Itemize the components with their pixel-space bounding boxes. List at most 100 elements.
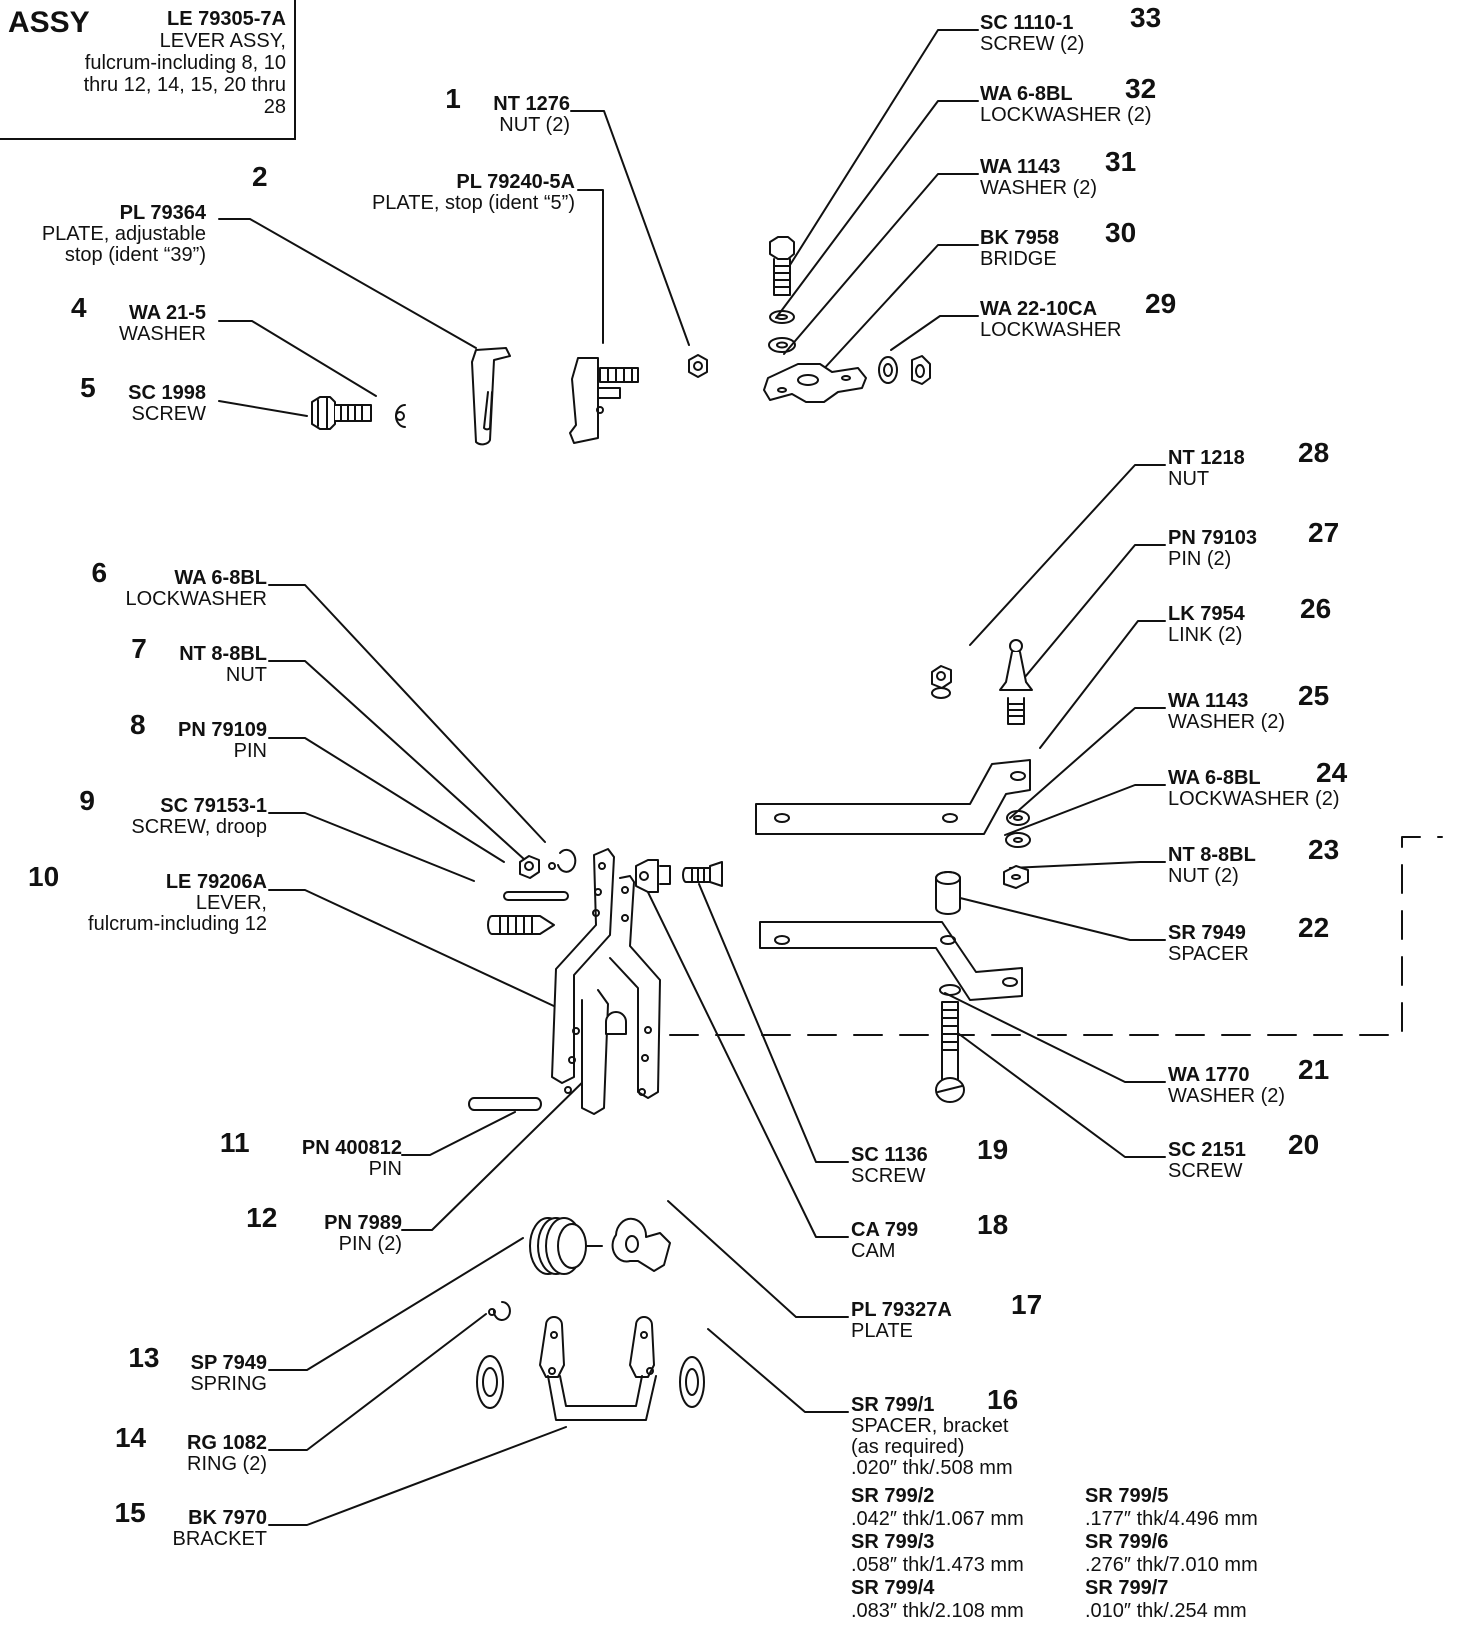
- callout-28: 28 NT 1218 NUT: [1168, 439, 1329, 490]
- link-26-upper: [755, 759, 1031, 835]
- callout-index: 8: [130, 709, 146, 740]
- part-description: SPRING: [190, 1373, 267, 1395]
- part-number: NT 8-8BL: [179, 643, 267, 665]
- spacer-option-sr799-4: SR 799/4 .083″ thk/2.108 mm: [851, 1577, 1024, 1623]
- assembly-desc-line-2: fulcrum-including 8, 10: [84, 52, 286, 74]
- part-description: LINK (2): [1168, 624, 1243, 646]
- callout-21: 21 WA 1770 WASHER (2): [1168, 1056, 1329, 1107]
- callout-20: 20 SC 2151 SCREW: [1168, 1131, 1319, 1182]
- part-number: WA 1143: [980, 156, 1061, 178]
- callout-5: 5 SC 1998 SCREW: [80, 374, 206, 425]
- assembly-desc-line-4: 28: [263, 96, 286, 118]
- callout-index: 20: [1288, 1129, 1320, 1160]
- assembly-box: ASSY LE 79305-7A LEVER ASSY, fulcrum-inc…: [0, 0, 296, 140]
- callout-index: 27: [1308, 517, 1340, 548]
- callout-index: 17: [1011, 1289, 1043, 1320]
- callout-index: 29: [1145, 288, 1177, 319]
- part-description: SPACER: [1168, 943, 1249, 965]
- part-description: LOCKWASHER: [980, 319, 1122, 341]
- part-description: WASHER (2): [1168, 1085, 1286, 1107]
- part-number: PL 79240-5A: [456, 171, 575, 193]
- callout-index: 31: [1105, 146, 1137, 177]
- callout-25: 25 WA 1143 WASHER (2): [1168, 682, 1329, 733]
- callout-12: 12 PN 7989 PIN (2): [246, 1204, 402, 1255]
- part-number: PL 79327A: [851, 1299, 952, 1321]
- washer-25: [1006, 810, 1030, 826]
- callout-index: 16: [987, 1384, 1019, 1415]
- pin-11: [468, 1097, 542, 1111]
- part-description: LOCKWASHER (2): [1168, 788, 1340, 810]
- part-description: PIN: [233, 740, 267, 762]
- part-description: WASHER: [118, 323, 206, 345]
- part-description: LEVER,: [195, 892, 267, 914]
- screw-19: [682, 861, 723, 887]
- part-number: NT 1276: [493, 93, 570, 115]
- callout-29: 29 WA 22-10CA LOCKWASHER: [980, 290, 1176, 341]
- spring-13: [529, 1217, 603, 1275]
- part-description: NUT: [1168, 468, 1210, 490]
- spacer-part-number: SR 799/7: [1085, 1577, 1169, 1599]
- part-number: PN 7989: [324, 1212, 402, 1234]
- callout-7: 7 NT 8-8BL NUT: [131, 635, 267, 686]
- callout-10: 10 LE 79206A LEVER, fulcrum-including 12: [28, 863, 267, 935]
- part-description: LOCKWASHER (2): [980, 104, 1152, 126]
- part-number: PL 79364: [119, 202, 206, 224]
- part-description: NUT (2): [499, 114, 570, 136]
- part-number: SR 7949: [1168, 922, 1246, 944]
- callout-31: 31 WA 1143 WASHER (2): [980, 148, 1136, 199]
- nut-29b: [911, 355, 931, 385]
- callout-4: 4 WA 21-5 WASHER: [71, 294, 206, 345]
- part-description: BRIDGE: [980, 248, 1057, 270]
- part-description: BRACKET: [172, 1528, 267, 1550]
- nut-7: [519, 855, 540, 879]
- callout-index: 15: [114, 1497, 146, 1528]
- part-number: NT 1218: [1168, 447, 1245, 469]
- washer-31: [768, 337, 796, 353]
- spacer-thickness: .177″ thk/4.496 mm: [1085, 1508, 1258, 1530]
- callout-index: 10: [28, 861, 60, 892]
- part-description: SCREW: [851, 1165, 926, 1187]
- callout-3: 3 PL 79364 PLATE, adjustable stop (ident…: [42, 203, 206, 266]
- part-number: BK 7958: [980, 227, 1059, 249]
- callout-index: 7: [131, 633, 147, 664]
- lockwasher-6: [548, 848, 577, 873]
- screw-33: [769, 236, 795, 296]
- assembly-label: ASSY: [8, 6, 90, 39]
- callout-index: 6: [91, 557, 108, 588]
- callout-13: 13 SP 7949 SPRING: [128, 1344, 267, 1395]
- screw-5: [311, 396, 372, 430]
- part-description: WASHER (2): [980, 177, 1098, 199]
- part-number: LE 79206A: [165, 871, 267, 893]
- assembly-desc-line-1: LEVER ASSY,: [159, 30, 286, 52]
- lever-fulcrum-10: [551, 848, 661, 1115]
- spacer-thickness: .058″ thk/1.473 mm: [851, 1554, 1024, 1576]
- part-description-line-2: stop (ident “39”): [64, 244, 206, 266]
- part-description: SCREW: [1168, 1160, 1243, 1182]
- spacer-thickness: .010″ thk/.254 mm: [1085, 1600, 1247, 1622]
- callout-15: 15 BK 7970 BRACKET: [115, 1499, 267, 1550]
- part-description: SCREW: [131, 403, 206, 425]
- callout-17: 17 PL 79327A PLATE: [851, 1291, 1042, 1342]
- washer-21: [939, 984, 961, 996]
- callout-32: 32 WA 6-8BL LOCKWASHER (2): [980, 75, 1156, 126]
- callout-index: 14: [114, 1422, 147, 1453]
- callout-14: 14 RG 1082 RING (2): [115, 1424, 267, 1475]
- part-number: WA 6-8BL: [1168, 767, 1261, 789]
- part-description: SCREW, droop: [131, 816, 267, 838]
- bridge-30: [763, 363, 867, 403]
- link-26-lower: [759, 921, 1023, 1001]
- callout-index: 19: [977, 1134, 1009, 1165]
- screw-20: [935, 1001, 965, 1103]
- part-number: RG 1082: [186, 1432, 267, 1454]
- callout-27: 27 PN 79103 PIN (2): [1168, 519, 1339, 570]
- part-number: WA 6-8BL: [980, 83, 1073, 105]
- callout-8: 8 PN 79109 PIN: [130, 711, 267, 762]
- part-number: PN 79109: [178, 719, 267, 741]
- callout-index: 25: [1298, 680, 1330, 711]
- part-number: LK 7954: [1168, 603, 1245, 625]
- part-description: PIN: [368, 1158, 402, 1180]
- plate-17: [611, 1217, 671, 1272]
- pin-8: [503, 891, 569, 901]
- part-description: SCREW (2): [980, 33, 1085, 55]
- part-description: PLATE: [851, 1320, 913, 1342]
